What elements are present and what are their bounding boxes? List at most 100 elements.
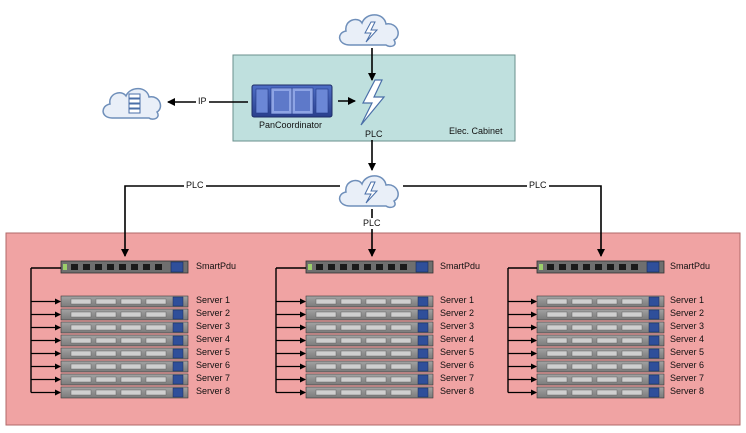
drive-bay	[340, 324, 362, 331]
drive-bay	[365, 350, 387, 357]
plc-right-label: PLC	[527, 180, 549, 191]
drive-bay	[70, 376, 92, 383]
server-unit	[536, 308, 665, 321]
drive-bay	[120, 337, 142, 344]
server-unit	[60, 373, 189, 386]
server-unit	[305, 308, 434, 321]
drive-bay	[340, 337, 362, 344]
drive-bay	[546, 376, 568, 383]
server-label: Server 7	[196, 373, 231, 383]
drive-bay	[390, 311, 412, 318]
drive-bay	[571, 350, 593, 357]
drive-bay	[365, 376, 387, 383]
drive-bay	[340, 298, 362, 305]
drive-bay	[315, 311, 337, 318]
drive-bay	[546, 311, 568, 318]
drive-bay	[546, 389, 568, 396]
drive-bay	[390, 363, 412, 370]
drive-bay	[621, 389, 643, 396]
server-unit	[536, 295, 665, 308]
drive-bay	[596, 363, 618, 370]
drive-bay	[596, 311, 618, 318]
drive-bay	[571, 298, 593, 305]
drive-bay	[145, 389, 167, 396]
outlet-icon	[376, 264, 383, 270]
drive-bay	[120, 376, 142, 383]
server-label: Server 5	[670, 347, 705, 357]
server-unit	[305, 347, 434, 360]
outlet-icon	[547, 264, 554, 270]
server-unit	[536, 386, 665, 399]
outlet-icon	[352, 264, 359, 270]
drive-bay	[390, 337, 412, 344]
drive-bay	[390, 298, 412, 305]
drive-bay	[340, 363, 362, 370]
server-unit	[60, 386, 189, 399]
drive-bay	[120, 324, 142, 331]
smart-pdu-label: SmartPdu	[670, 261, 711, 271]
server-label: Server 6	[670, 360, 705, 370]
server-unit	[305, 321, 434, 334]
server-unit	[60, 295, 189, 308]
drive-bay	[596, 350, 618, 357]
outlet-icon	[155, 264, 162, 270]
outlet-icon	[583, 264, 590, 270]
server-label: Server 1	[440, 295, 475, 305]
outlet-icon	[316, 264, 323, 270]
drive-bay	[145, 376, 167, 383]
drive-bay	[70, 363, 92, 370]
server-label: Server 8	[670, 386, 705, 396]
server-label: Server 5	[440, 347, 475, 357]
drive-bay	[70, 298, 92, 305]
server-unit	[305, 373, 434, 386]
drive-bay	[365, 298, 387, 305]
outlet-icon	[595, 264, 602, 270]
drive-bay	[546, 350, 568, 357]
drive-bay	[95, 376, 117, 383]
drive-bay	[70, 389, 92, 396]
drive-bay	[621, 311, 643, 318]
server-label: Server 1	[196, 295, 231, 305]
server-label: Server 4	[670, 334, 705, 344]
outlet-icon	[83, 264, 90, 270]
server-unit	[536, 321, 665, 334]
outlet-icon	[571, 264, 578, 270]
ip-link-label: IP	[196, 96, 209, 107]
server-unit	[536, 360, 665, 373]
drive-bay	[621, 363, 643, 370]
server-label: Server 5	[196, 347, 231, 357]
outlet-icon	[340, 264, 347, 270]
server-label: Server 2	[196, 308, 231, 318]
drive-bay	[315, 376, 337, 383]
drive-bay	[390, 376, 412, 383]
server-unit	[60, 321, 189, 334]
drive-bay	[571, 337, 593, 344]
smart-pdu	[60, 260, 189, 274]
drive-bay	[145, 350, 167, 357]
drive-bay	[145, 324, 167, 331]
outlet-icon	[107, 264, 114, 270]
server-unit	[60, 347, 189, 360]
server-label: Server 3	[196, 321, 231, 331]
drive-bay	[390, 389, 412, 396]
pan-coordinator-label: PanCoordinator	[259, 120, 323, 130]
drive-bay	[95, 337, 117, 344]
drive-bay	[70, 311, 92, 318]
drive-bay	[365, 389, 387, 396]
drive-bay	[621, 324, 643, 331]
outlet-icon	[607, 264, 614, 270]
drive-bay	[546, 363, 568, 370]
drive-bay	[315, 363, 337, 370]
drive-bay	[145, 337, 167, 344]
drive-bay	[315, 298, 337, 305]
plc-cloud-icon	[338, 175, 399, 209]
server-unit	[536, 334, 665, 347]
server-label: Server 3	[440, 321, 475, 331]
drive-bay	[95, 324, 117, 331]
drive-bay	[546, 298, 568, 305]
server-appliance-icon	[251, 84, 333, 118]
outlet-icon	[619, 264, 626, 270]
server-label: Server 6	[196, 360, 231, 370]
outlet-icon	[71, 264, 78, 270]
drive-bay	[340, 350, 362, 357]
